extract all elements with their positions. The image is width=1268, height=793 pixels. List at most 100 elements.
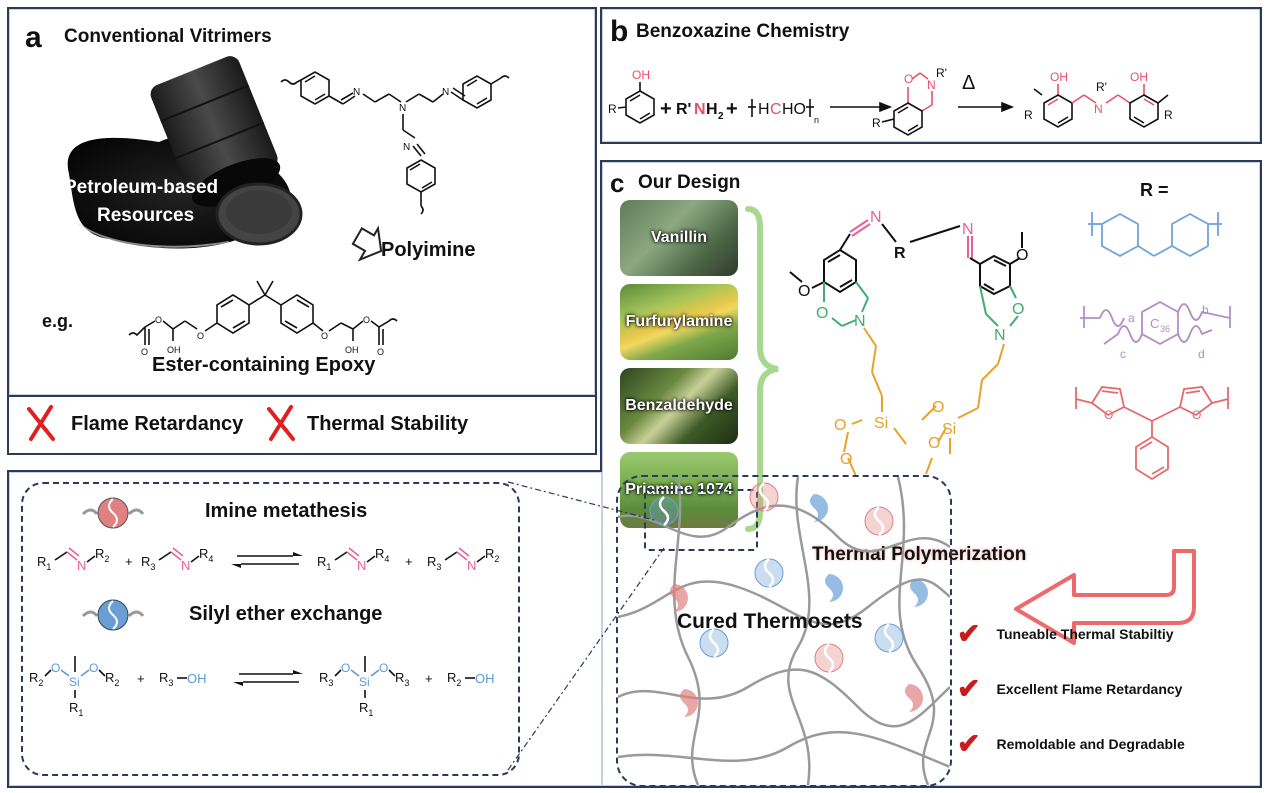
barrel <box>150 56 281 207</box>
svg-text:c: c <box>1120 347 1126 361</box>
oil-barrel-image <box>67 56 303 249</box>
svg-text:+: + <box>726 98 738 120</box>
svg-text:H: H <box>758 101 770 118</box>
panel-label-b: b <box>610 15 629 48</box>
svg-text:O: O <box>798 283 810 300</box>
svg-text:N: N <box>467 558 476 573</box>
eg-label: e.g. <box>42 311 74 331</box>
r-group: R4 <box>375 546 389 564</box>
benzoxazine-monomer: O N R' R <box>872 66 947 136</box>
silyl-bond-glyph <box>910 579 928 607</box>
svg-text:Si: Si <box>874 415 888 432</box>
svg-text:36: 36 <box>1160 324 1170 334</box>
source-label: Benzaldehyde <box>625 397 733 414</box>
svg-text:OH: OH <box>1130 70 1148 84</box>
polyimine-structure: N N N N <box>280 71 510 215</box>
svg-text:Si: Si <box>69 675 80 689</box>
drawback-flame-retardancy: Flame Retardancy <box>71 413 244 435</box>
imine-bond-glyph <box>864 506 894 536</box>
svg-text:N: N <box>962 221 974 238</box>
dynamic-bond-glyphs <box>649 482 928 717</box>
ester-epoxy-structure: O O OH O O OH O O <box>128 280 398 357</box>
svg-text:Si: Si <box>359 675 370 689</box>
svg-text:O: O <box>141 347 148 357</box>
source-label: Furfurylamine <box>625 313 733 330</box>
svg-text:+: + <box>425 671 433 686</box>
svg-text:HO: HO <box>782 101 806 118</box>
advantage-label: Tuneable Thermal Stabiltiy <box>996 625 1174 642</box>
process-arrow <box>1014 549 1196 645</box>
panel-a-title: Conventional Vitrimers <box>64 26 272 47</box>
imine-bond-glyph <box>81 497 145 529</box>
svg-text:O: O <box>1016 247 1028 264</box>
silyl-bond-glyph <box>81 599 145 631</box>
svg-text:b: b <box>1202 303 1209 317</box>
svg-text:+: + <box>125 554 133 569</box>
polyimine-label: Polyimine <box>381 239 476 261</box>
imine-bond-glyph <box>680 689 698 717</box>
svg-text:O: O <box>904 72 913 86</box>
svg-text:N: N <box>181 558 190 573</box>
checkmark-icon: ✔ <box>957 618 981 649</box>
imine-bond-glyph <box>749 482 779 512</box>
panel-a-conventional-vitrimers: a Conventional Vitrimers Petroleum-based… <box>7 7 597 397</box>
epoxy-label: Ester-containing Epoxy <box>152 354 376 376</box>
silyl-bond-glyph <box>874 623 904 653</box>
curly-brace-icon <box>745 206 779 532</box>
r-group: R4 <box>199 546 213 564</box>
svg-text:OH: OH <box>475 671 495 686</box>
imine-bond-glyph <box>670 584 688 612</box>
r-group: R2 <box>485 546 499 564</box>
r-group: R1 <box>359 700 373 718</box>
svg-text:O: O <box>1192 408 1201 422</box>
advantage-label: Remoldable and Degradable <box>996 735 1185 752</box>
silyl-ether-exchange-title: Silyl ether exchange <box>189 603 383 625</box>
silyl-bond-glyph <box>699 628 729 658</box>
svg-text:R: R <box>1164 108 1173 122</box>
barrel-caption-line2: Resources <box>97 205 195 226</box>
checkmark-icon: ✔ <box>957 673 981 704</box>
svg-text:+: + <box>660 98 672 120</box>
svg-text:O: O <box>379 661 388 675</box>
advantage-row: ✔ Tuneable Thermal Stabiltiy <box>957 617 1174 650</box>
barrel-caption-line1: Petroleum-based <box>64 177 219 198</box>
amine-n: N <box>694 101 706 118</box>
svg-text:O: O <box>89 661 98 675</box>
r-option-difurfuryl: O O <box>1075 386 1229 481</box>
drawback-thermal-stability: Thermal Stability <box>307 413 469 435</box>
source-vanillin-photo: Vanillin <box>620 200 738 276</box>
panel-label-a: a <box>25 21 42 54</box>
svg-text:R: R <box>894 245 906 262</box>
r-group: R3 <box>395 670 409 688</box>
svg-text:N: N <box>442 87 449 98</box>
svg-text:N: N <box>927 78 936 92</box>
svg-text:O: O <box>834 417 846 434</box>
svg-text:R': R' <box>1096 80 1107 94</box>
panel-a-frame-extension <box>7 395 597 455</box>
silyl-bond-glyph <box>810 494 828 522</box>
svg-text:O: O <box>51 661 60 675</box>
r-option-cyclohexylmethane <box>1088 212 1222 258</box>
source-furfurylamine-photo: Furfurylamine <box>620 284 738 360</box>
imine-bond-glyph <box>814 643 844 673</box>
svg-text:N: N <box>994 327 1006 344</box>
panel-c-our-design: c Our Design Vanillin Furfurylamine Benz… <box>600 160 1262 788</box>
imine-bond-glyph <box>905 684 923 712</box>
svg-text:O: O <box>321 331 328 341</box>
svg-text:N: N <box>870 209 882 226</box>
svg-text:OH: OH <box>1050 70 1068 84</box>
silyl-bond-glyph <box>649 496 679 526</box>
svg-text:N: N <box>403 142 410 153</box>
r-group: R3 <box>427 554 441 572</box>
imine-product: R3 N R2 <box>427 546 499 573</box>
cross-icon <box>267 405 295 441</box>
svg-text:Si: Si <box>942 421 956 438</box>
svg-text:H: H <box>706 101 718 118</box>
svg-text:O: O <box>155 315 162 325</box>
svg-text:R': R' <box>936 66 947 80</box>
